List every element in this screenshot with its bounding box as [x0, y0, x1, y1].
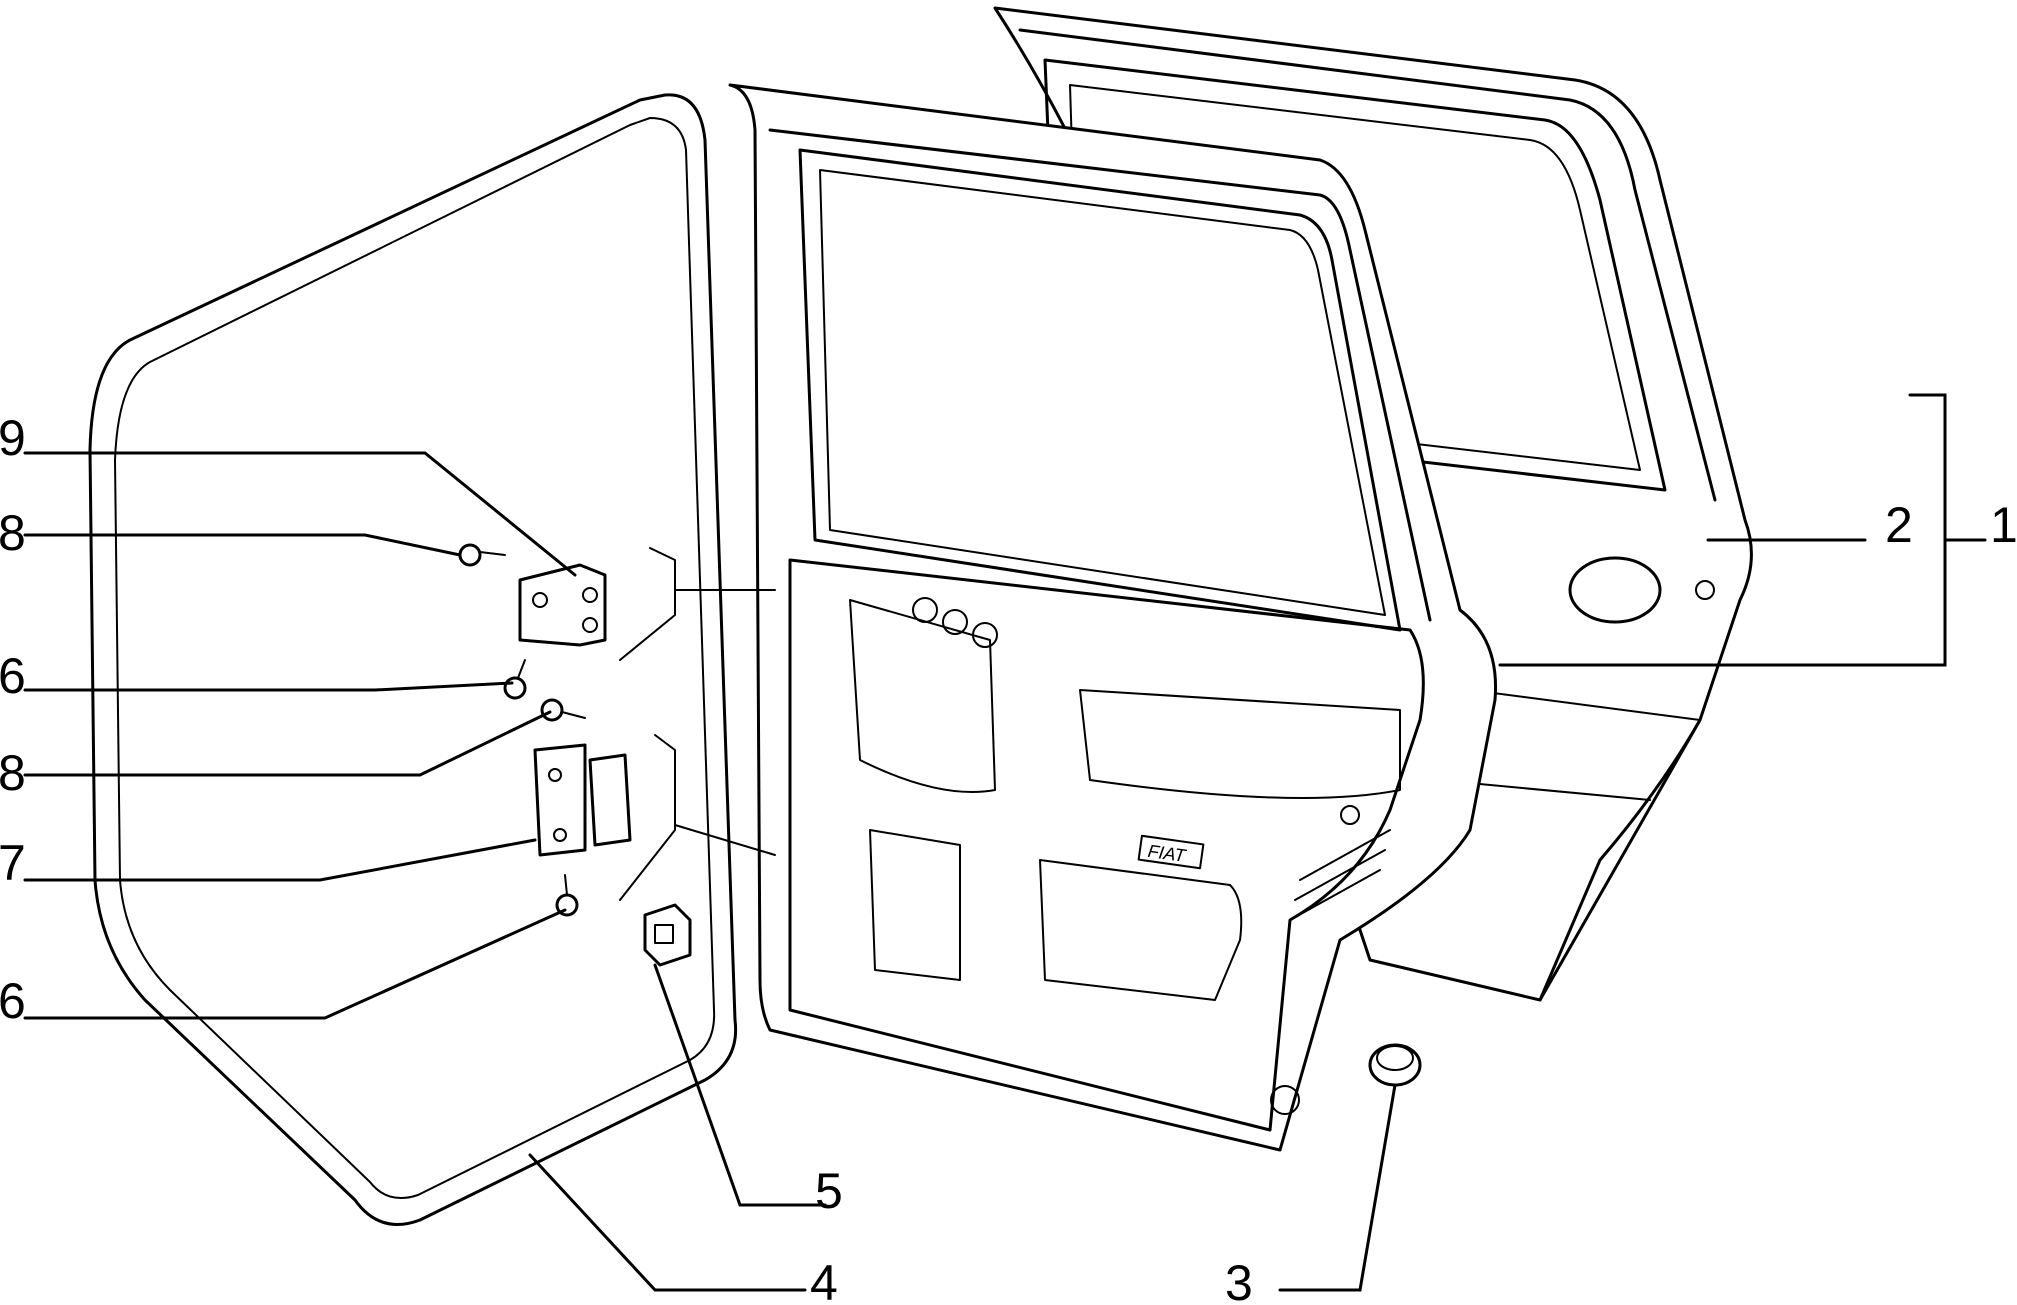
leader-lines [23, 393, 1987, 1292]
callout-8-upper: 8 [0, 505, 26, 561]
guide-lines [619, 547, 776, 901]
callout-1: 1 [1990, 497, 2017, 553]
screw-lower-8 [540, 698, 586, 722]
callout-4: 4 [810, 1255, 838, 1305]
door-clip [643, 903, 692, 967]
callout-8-lower: 8 [0, 745, 26, 801]
screw-upper-8 [458, 543, 506, 567]
screw-upper-6 [503, 659, 527, 700]
inner-door-panel: FIAT [728, 83, 1498, 1152]
rubber-plug [1368, 1043, 1422, 1087]
callout-7: 7 [0, 835, 26, 891]
lower-hinge [533, 743, 632, 857]
callout-6-upper: 6 [0, 648, 26, 704]
screw-lower-6 [555, 874, 579, 917]
callout-5: 5 [815, 1163, 843, 1219]
door-seal [88, 93, 738, 1226]
callout-6-lower: 6 [0, 973, 26, 1029]
callout-3: 3 [1225, 1255, 1253, 1305]
callout-9: 9 [0, 410, 26, 466]
upper-hinge [518, 563, 607, 647]
callout-2: 2 [1885, 497, 1913, 553]
